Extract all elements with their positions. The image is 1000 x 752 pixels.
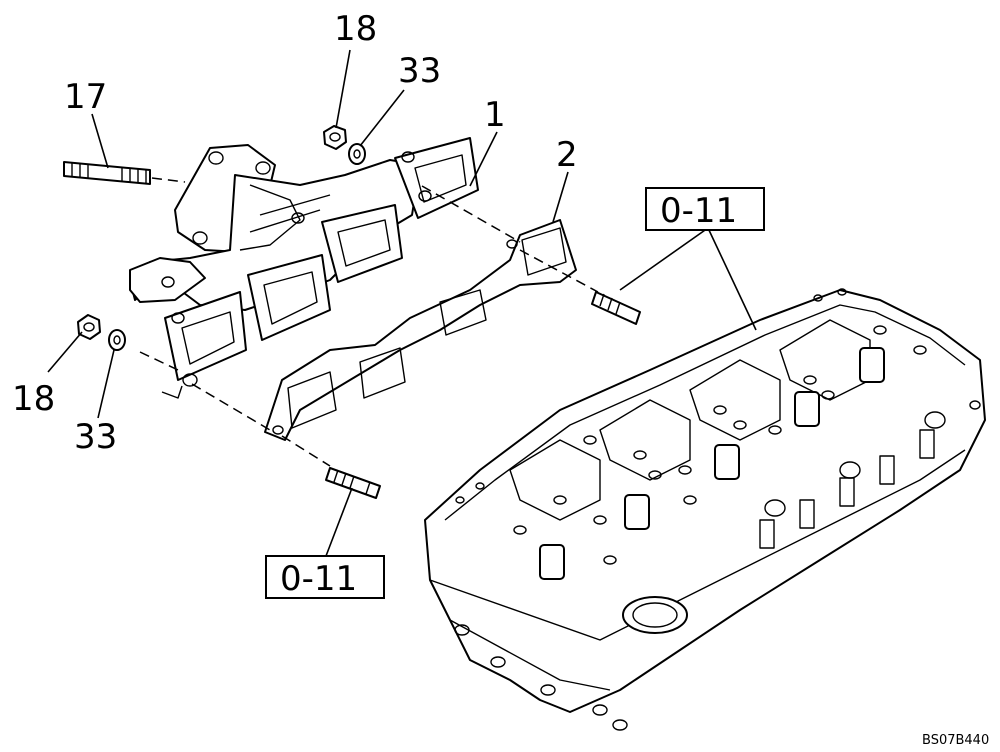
nut-18-top xyxy=(323,125,347,150)
stud-right xyxy=(591,291,641,325)
leader-18-left xyxy=(47,331,83,373)
leader-2 xyxy=(552,171,569,223)
exhaust-manifold xyxy=(129,137,479,399)
leader-ref-head-b xyxy=(707,227,757,331)
washer-33-left xyxy=(108,329,126,351)
leader-17 xyxy=(91,113,109,169)
reference-label-stud: 0-11 xyxy=(280,559,357,599)
cylinder-head xyxy=(424,288,986,731)
leader-1 xyxy=(469,131,498,187)
leader-18-top xyxy=(335,49,351,129)
leader-ref-stud xyxy=(325,487,353,557)
reference-label-head: 0-11 xyxy=(660,191,737,231)
nut-18-left xyxy=(77,314,101,340)
callout-2: 2 xyxy=(556,135,578,175)
leader-ref-head-a xyxy=(619,227,709,291)
stud-bolt-17 xyxy=(63,161,151,185)
drawing-code: BS07B440 xyxy=(922,733,989,748)
leader-33-left xyxy=(97,349,115,419)
callout-17: 17 xyxy=(64,77,107,117)
callout-33-top: 33 xyxy=(398,51,441,91)
callout-1: 1 xyxy=(484,95,506,135)
manifold-gasket xyxy=(264,219,577,441)
washer-33-top xyxy=(348,143,366,165)
leader-33-top xyxy=(359,89,405,147)
reference-box-head[interactable]: 0-11 xyxy=(645,187,765,231)
callout-18-top: 18 xyxy=(334,9,377,49)
stud-lower xyxy=(325,467,381,499)
callout-33-left: 33 xyxy=(74,417,117,457)
callout-18-left: 18 xyxy=(12,379,55,419)
reference-box-stud[interactable]: 0-11 xyxy=(265,555,385,599)
